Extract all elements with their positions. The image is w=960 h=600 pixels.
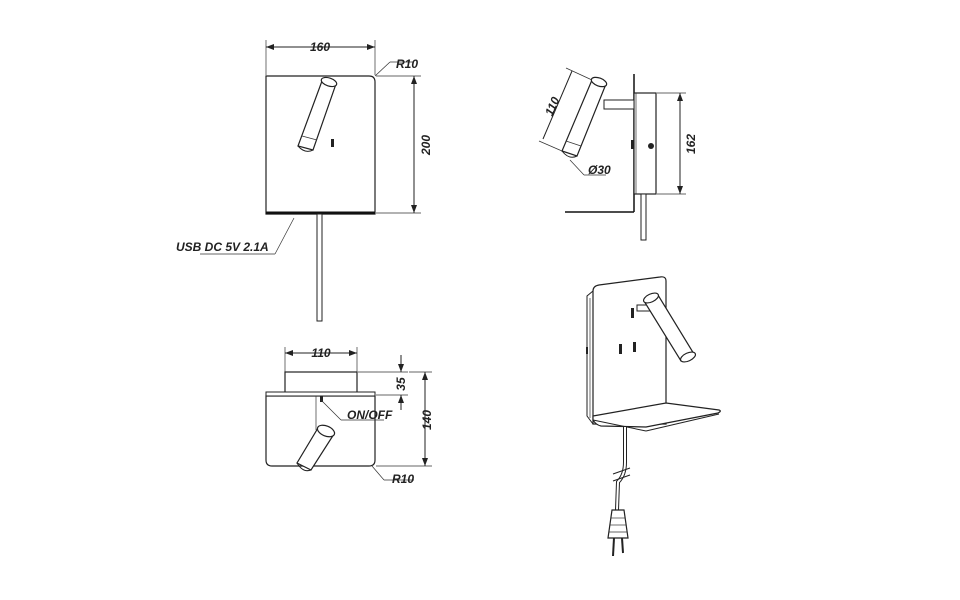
- iso-view: [586, 276, 721, 557]
- width-label: 160: [310, 40, 330, 54]
- side-spot-ring: [565, 140, 582, 147]
- housing: [633, 92, 657, 195]
- arrow-right: [367, 44, 375, 50]
- top-switch: [320, 396, 323, 402]
- side-arrow-bottom: [677, 186, 683, 194]
- side-cable: [640, 193, 647, 241]
- side-spot-lens: [561, 150, 578, 158]
- iso-shelf: [592, 402, 721, 428]
- base-depth-arrow-top: [398, 364, 404, 372]
- iso-plate-side: [586, 290, 594, 425]
- top-arrow-right: [349, 350, 357, 356]
- iso-spot-lens: [679, 351, 697, 363]
- arrow-top: [411, 76, 417, 84]
- iso-usb-port-2: [633, 342, 636, 352]
- spot-top: [320, 76, 338, 88]
- top-arrow-left: [285, 350, 293, 356]
- switch-icon: [331, 139, 334, 147]
- arrow-bottom: [411, 205, 417, 213]
- top-radius-label: R10: [392, 472, 414, 486]
- top-width-label: 110: [311, 346, 330, 360]
- side-switch: [631, 140, 634, 149]
- usb-leader: [274, 217, 295, 255]
- top-spot-lens: [296, 462, 312, 472]
- arm-length-label: 110: [542, 94, 563, 117]
- plug-pin-left: [612, 537, 615, 557]
- arm-ext-2: [538, 140, 563, 152]
- plug-body: [607, 509, 629, 539]
- arm: [603, 99, 635, 110]
- plug-pin-right: [621, 537, 624, 554]
- side-spot: [561, 79, 607, 157]
- iso-shelf-front-right: [645, 413, 720, 432]
- front-view: 160 R10 200 USB DC 5V 2.1A: [176, 40, 433, 322]
- arm-dimension-line: [542, 70, 573, 140]
- top-view: 110 ON/OFF 35 140 R10: [265, 346, 434, 486]
- height-label: 200: [419, 135, 433, 156]
- spot-ring: [301, 135, 318, 141]
- spot-lens: [297, 145, 314, 152]
- base-depth-arrow-bottom: [398, 395, 404, 403]
- arrow-left: [266, 44, 274, 50]
- switch-label: ON/OFF: [347, 408, 393, 422]
- side-arrow-top: [677, 93, 683, 101]
- side-height-label: 162: [684, 134, 698, 154]
- iso-spot-top: [642, 292, 660, 304]
- base-depth-label: 35: [394, 377, 408, 391]
- depth-arrow-top: [422, 372, 428, 380]
- iso-shelf-front: [592, 419, 647, 432]
- depth-arrow-bottom: [422, 458, 428, 466]
- cable: [316, 213, 323, 322]
- usb-port-icon: [648, 143, 654, 149]
- usb-label: USB DC 5V 2.1A: [176, 240, 269, 254]
- side-view: 110 Ø30 162: [538, 67, 698, 241]
- iso-cable-inner: [616, 427, 626, 511]
- wall-plate: [265, 75, 376, 215]
- radius-label: R10: [396, 57, 418, 71]
- diameter-label: Ø30: [588, 163, 611, 177]
- top-radius-leader: [371, 465, 385, 481]
- depth-label: 140: [420, 410, 434, 430]
- diameter-leader: [569, 159, 585, 176]
- arm-ext-1: [565, 67, 593, 81]
- iso-cable-break-2: [612, 474, 631, 482]
- iso-side-switch: [586, 347, 588, 354]
- switch-leader: [320, 399, 342, 421]
- radius-leader: [374, 61, 391, 77]
- side-spot-top: [590, 76, 608, 88]
- top-spot-end: [316, 424, 336, 438]
- iso-cable-break-1: [612, 467, 631, 475]
- iso-usb-port-1: [619, 344, 622, 354]
- shelf-back: [265, 391, 376, 397]
- iso-plate: [592, 276, 667, 425]
- iso-switch: [631, 308, 634, 318]
